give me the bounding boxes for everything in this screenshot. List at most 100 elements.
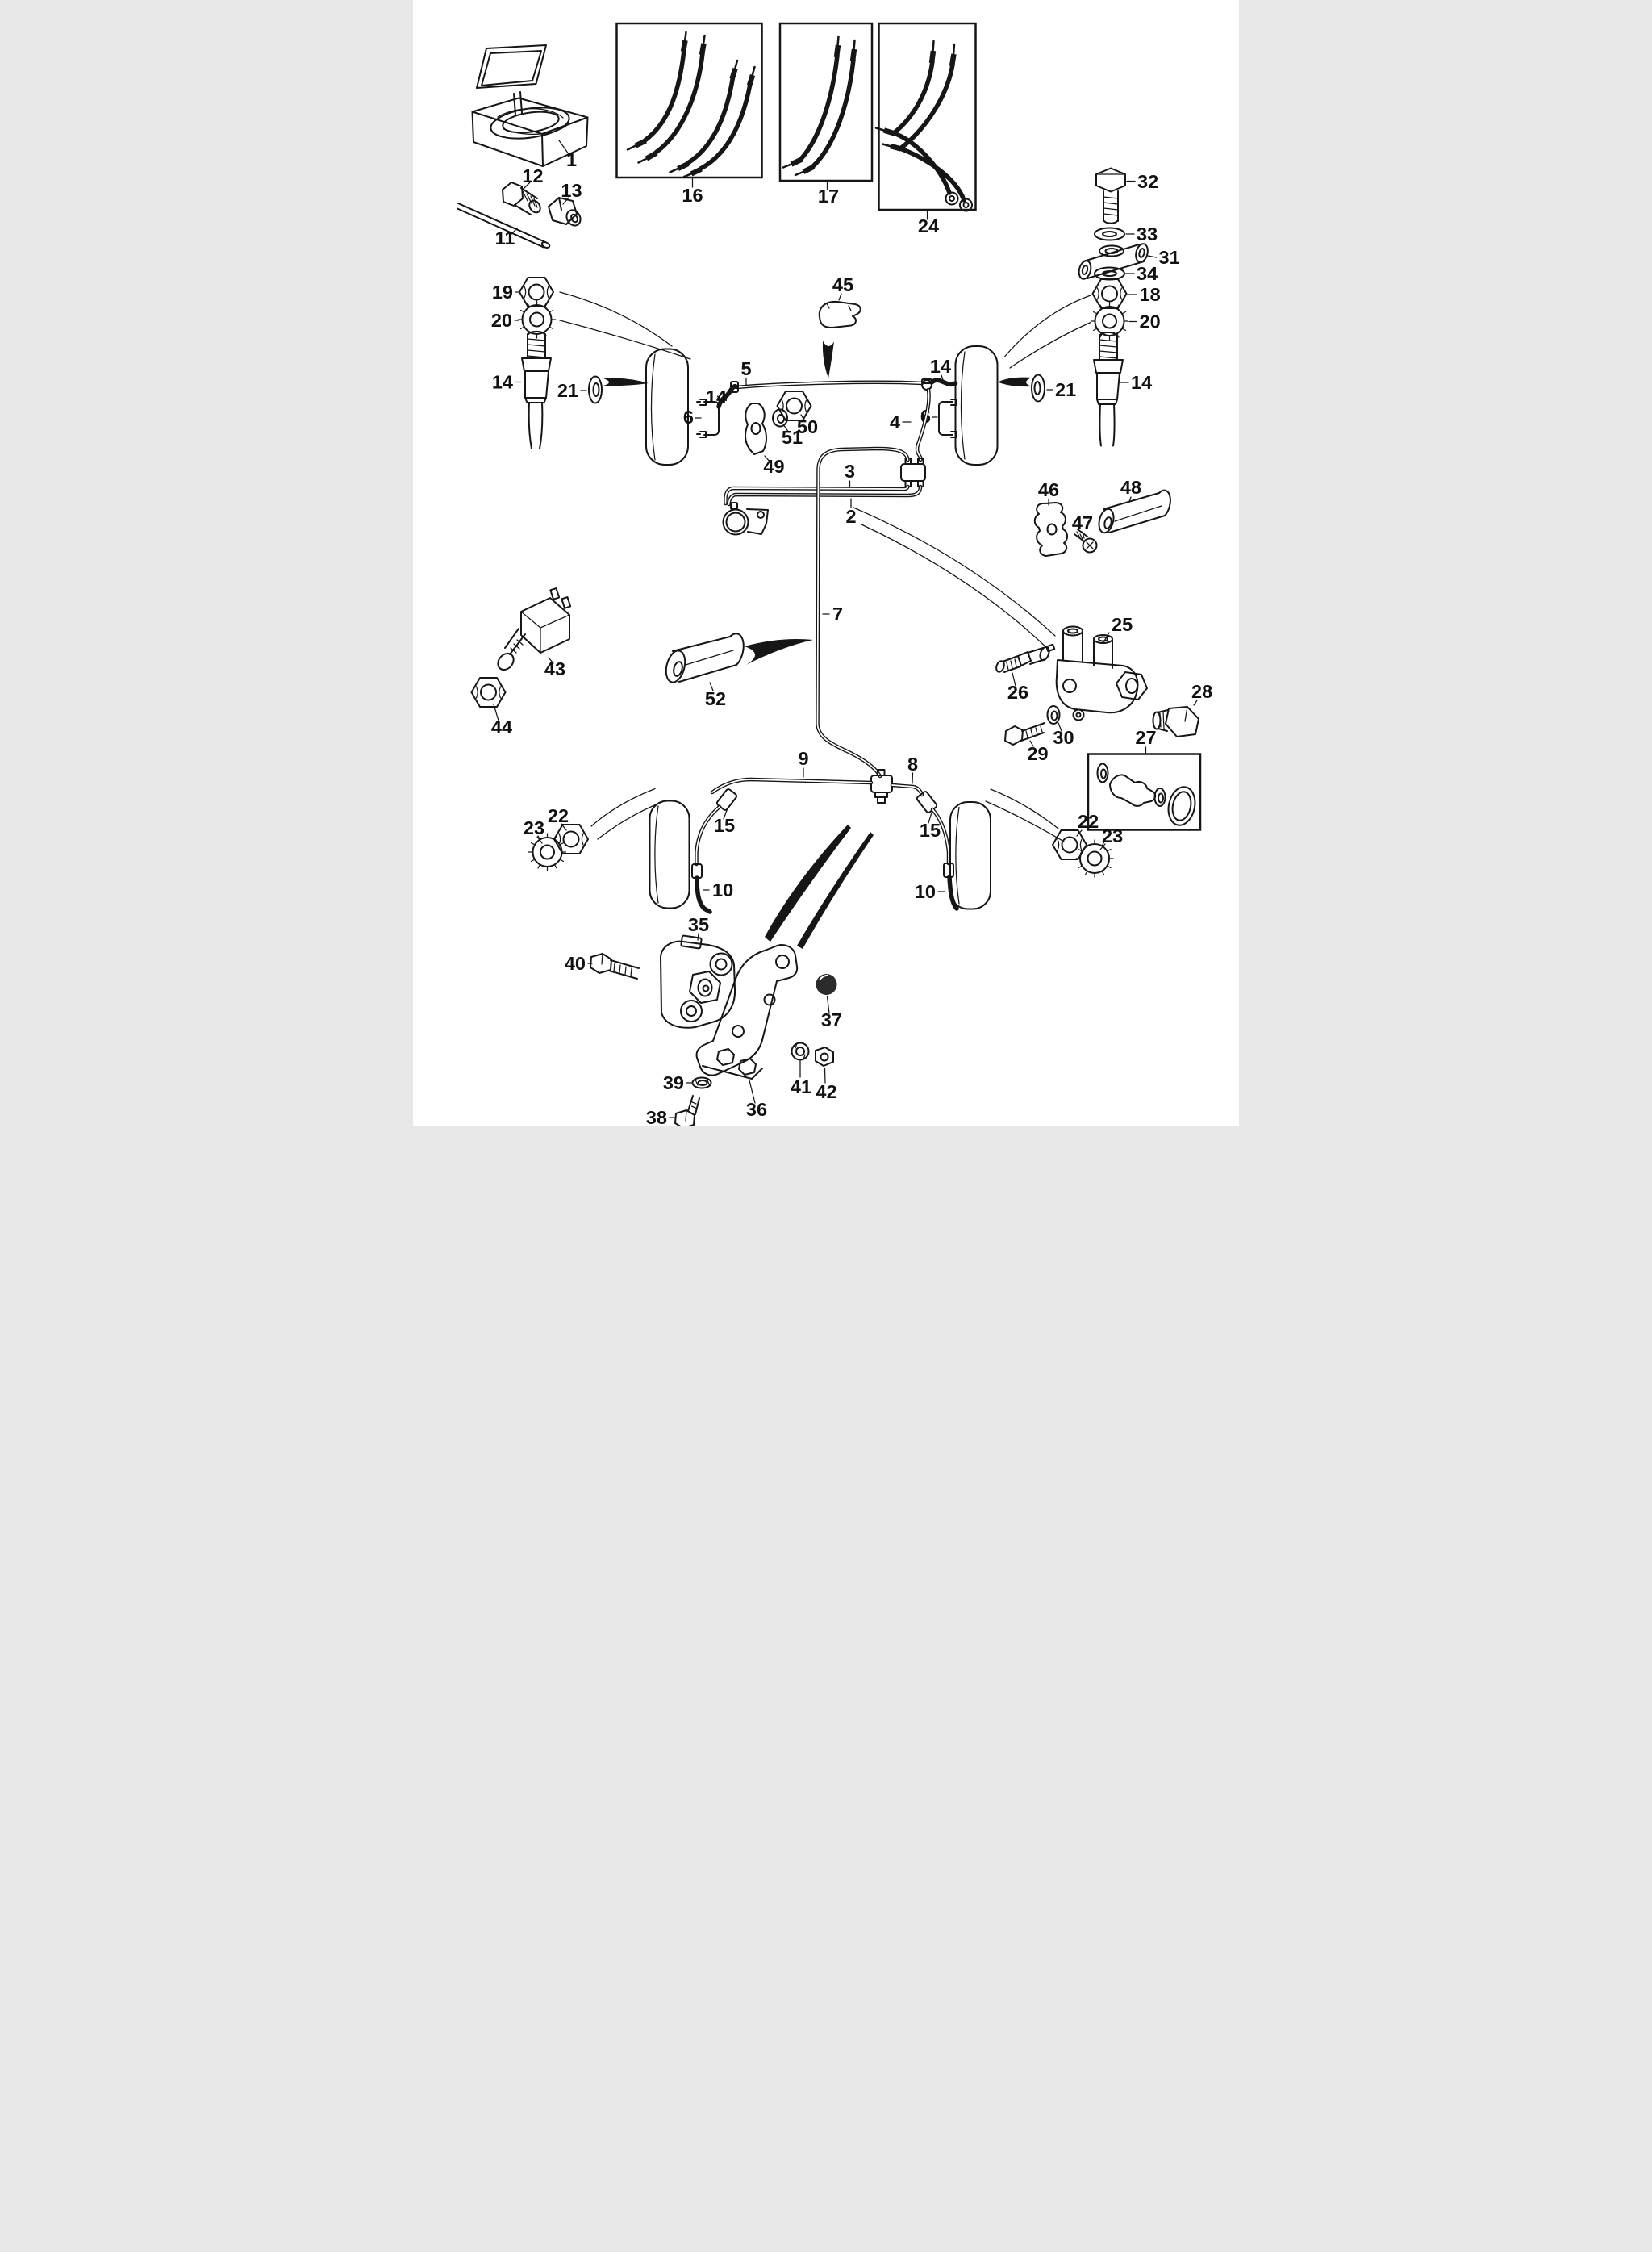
gasket-washer-21-right: [998, 374, 1053, 403]
main-pipe-7: [816, 446, 910, 779]
callout-star-washer-20-right: 20: [1140, 311, 1161, 332]
front-cross-pipe-5: [730, 378, 924, 393]
callout-nut-44: 44: [491, 717, 512, 737]
gasket-washer-21-left: [580, 375, 649, 404]
callout-cap-37: 37: [821, 1009, 842, 1030]
nut-22-left: [553, 823, 589, 854]
star-washer-23-right: [1075, 839, 1114, 878]
callout-nut-22-left: 22: [548, 805, 569, 826]
hose-set-panel-24: [874, 22, 977, 220]
leader-left-stack-a: [559, 291, 673, 347]
leader-right-stack-a: [1003, 295, 1091, 357]
rear-hose-union-15-left: [695, 788, 738, 867]
callout-banjo-bolt-32: 32: [1137, 171, 1158, 192]
warning-switch-26: [995, 643, 1056, 687]
front-left-wheel: [645, 348, 689, 466]
banjo-bolt-32: [1095, 167, 1136, 224]
hose-set-panel-16: [615, 22, 763, 188]
callout-pipe-5: 5: [740, 358, 751, 379]
callout-pipe-kit-1: 1: [566, 149, 577, 170]
front-right-backplate-bracket-6: [932, 399, 957, 438]
leader-valve-b: [861, 524, 1050, 651]
repair-kit-27: [1087, 746, 1202, 831]
leader-22-left-a: [590, 788, 656, 827]
pressure-valve-25: [1055, 625, 1148, 721]
callout-washer-33: 33: [1137, 224, 1158, 244]
washer-39: [686, 1076, 712, 1089]
valve-bolt-29: [1004, 722, 1045, 747]
callout-screw-38: 38: [646, 1107, 667, 1126]
pipe-3: [724, 480, 910, 506]
callout-pipe-3: 3: [845, 461, 855, 482]
leader-right-stack-b: [1009, 321, 1091, 369]
callout-union-15-left: 15: [714, 815, 735, 836]
star-washer-20-right: [1090, 302, 1138, 341]
callout-nut-22-right: 22: [1078, 811, 1099, 832]
hose-set-panel-17: [778, 22, 874, 190]
star-washer-23-left: [528, 833, 567, 871]
callout-hose-10-left: 10: [712, 879, 733, 900]
pipe-sleeve-48: [1098, 489, 1171, 534]
pipe-union-12: [502, 182, 541, 215]
callout-switch-26: 26: [1007, 682, 1028, 703]
callout-bolt-29: 29: [1027, 743, 1048, 764]
mounting-bracket-36: [695, 944, 799, 1104]
locating-arrow-a: [765, 825, 851, 942]
flex-hose-14-right-column: [1093, 331, 1129, 447]
pipe-2: [727, 484, 923, 508]
locating-arrow-b: [797, 832, 874, 949]
callout-bolt-40: 40: [565, 953, 586, 974]
rear-pipe-8: [890, 772, 924, 797]
callout-sleeve-52: 52: [705, 688, 726, 709]
spring-washer-41: [791, 1042, 810, 1078]
rear-hose-union-15-right: [916, 791, 951, 866]
star-washer-20-left: [514, 300, 557, 339]
callout-union-12: 12: [522, 165, 543, 186]
end-cap-37: [816, 974, 837, 1014]
leader-valve-a: [853, 507, 1056, 637]
callout-union-15-right: 15: [920, 820, 941, 841]
flex-hose-14-left-wheel: [716, 384, 738, 409]
locknut-19: [514, 277, 554, 307]
callout-nut-50: 50: [797, 416, 818, 437]
rear-tee-union: [870, 769, 893, 804]
washer-33: [1094, 227, 1135, 241]
callout-washer-30: 30: [1053, 727, 1074, 748]
callout-switch-43: 43: [544, 658, 565, 679]
pipe-coil-kit-box: [471, 44, 589, 167]
callout-nut-18: 18: [1140, 284, 1161, 305]
nut-50: [776, 391, 812, 422]
callout-clip-45: 45: [832, 274, 853, 295]
support-bracket-49: [744, 403, 771, 463]
callout-nut-13: 13: [561, 180, 582, 201]
callout-pipe-9: 9: [798, 748, 808, 769]
callout-pipe-2: 2: [845, 506, 856, 527]
callout-washer-21-left: 21: [557, 380, 578, 401]
callout-star-washer-20-left: 20: [491, 310, 512, 331]
screw-38: [669, 1095, 700, 1126]
flex-hose-14-right-wheel: [929, 374, 958, 387]
valve-body-35: [660, 933, 736, 1029]
leader-22-right-a: [990, 788, 1059, 829]
callout-valve-25: 25: [1112, 614, 1133, 635]
switch-nut-44: [470, 677, 507, 721]
pipe-clip-45: [818, 293, 861, 378]
bolt-40: [587, 953, 640, 980]
pipe-nut-13: [548, 197, 582, 227]
callout-pipe-7: 7: [832, 604, 843, 625]
callout-nut-42: 42: [816, 1081, 836, 1102]
diagram-page: 1 12 13 11: [413, 0, 1239, 1126]
callout-washer-21-right: 21: [1055, 379, 1076, 400]
brake-light-switch-43: [497, 587, 572, 671]
callout-clip-46: 46: [1038, 479, 1059, 500]
callout-valve-35: 35: [688, 914, 709, 935]
three-way-union-31: [1078, 243, 1158, 280]
callout-bracket-49: 49: [763, 456, 784, 477]
callout-union-31: 31: [1159, 247, 1180, 268]
front-right-wheel: [954, 345, 999, 466]
straight-pipe-11: [457, 203, 551, 249]
double-pipe-clip-46: [1033, 499, 1068, 557]
front-pipe-4: [902, 387, 931, 462]
callout-hose-14-right-column: 14: [1131, 372, 1152, 393]
callout-washer-39: 39: [663, 1072, 684, 1093]
